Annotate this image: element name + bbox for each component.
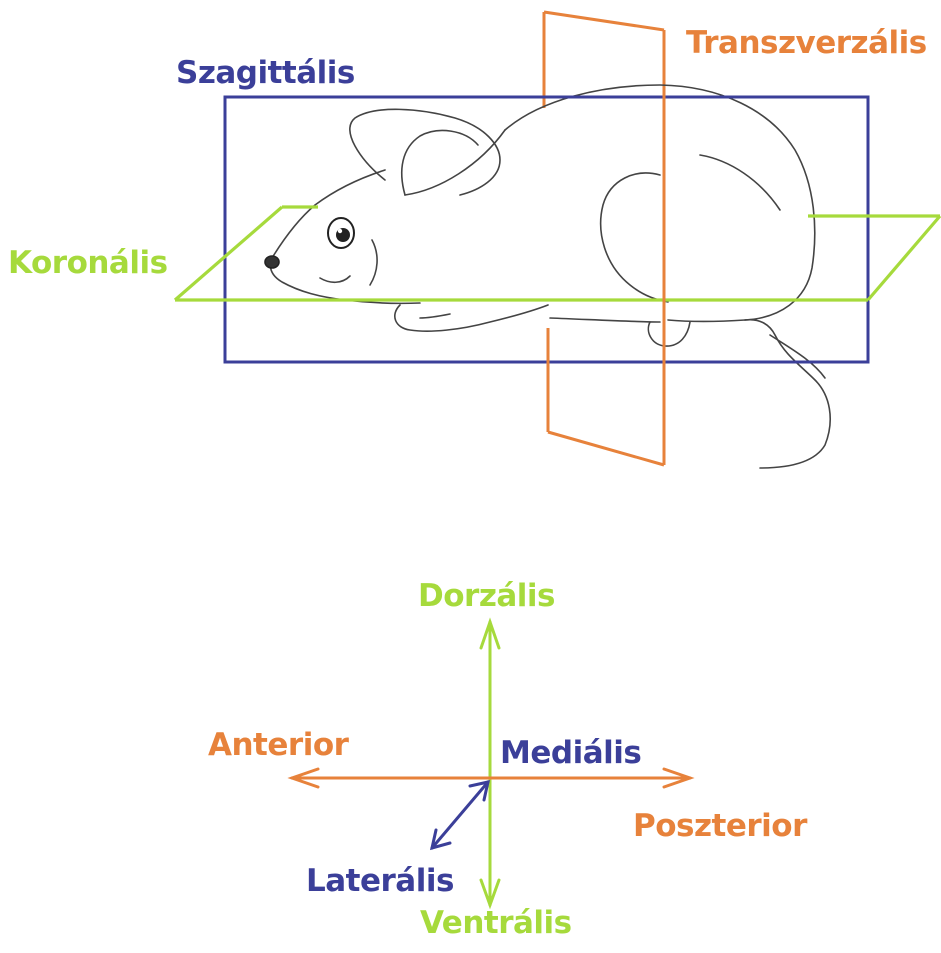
- dorsal-ventral-axis: [481, 622, 499, 905]
- mouse-back-outline: [505, 85, 815, 320]
- transverse-plane-front: [548, 86, 664, 465]
- mouse-belly-outline: [550, 318, 745, 322]
- mouse-mouth: [320, 276, 350, 282]
- ventral-label: Ventrális: [420, 908, 572, 939]
- mouse-ear-outer: [350, 109, 500, 195]
- posterior-label: Poszterior: [633, 811, 807, 842]
- transverse-plane-back: [544, 12, 664, 108]
- mouse-nose: [265, 256, 279, 268]
- dorsal-label: Dorzális: [418, 581, 555, 612]
- mouse-front-paw: [395, 305, 548, 331]
- medial-lateral-axis: [432, 782, 488, 848]
- transverse-label: Transzverzális: [686, 28, 927, 59]
- sagittal-plane: [225, 97, 868, 362]
- anterior-label: Anterior: [208, 730, 348, 761]
- coronal-label: Koronális: [8, 248, 168, 279]
- lateral-label: Laterális: [306, 866, 454, 897]
- mouse-haunch: [601, 173, 668, 302]
- mouse-snout-outline: [270, 258, 420, 303]
- sagittal-label: Szagittális: [176, 58, 355, 89]
- medial-label: Mediális: [500, 738, 641, 769]
- mouse-ear-inner: [402, 130, 478, 195]
- mouse-hind-foot: [648, 322, 690, 346]
- mouse-head-outline: [272, 130, 505, 258]
- mouse-tail: [745, 320, 830, 468]
